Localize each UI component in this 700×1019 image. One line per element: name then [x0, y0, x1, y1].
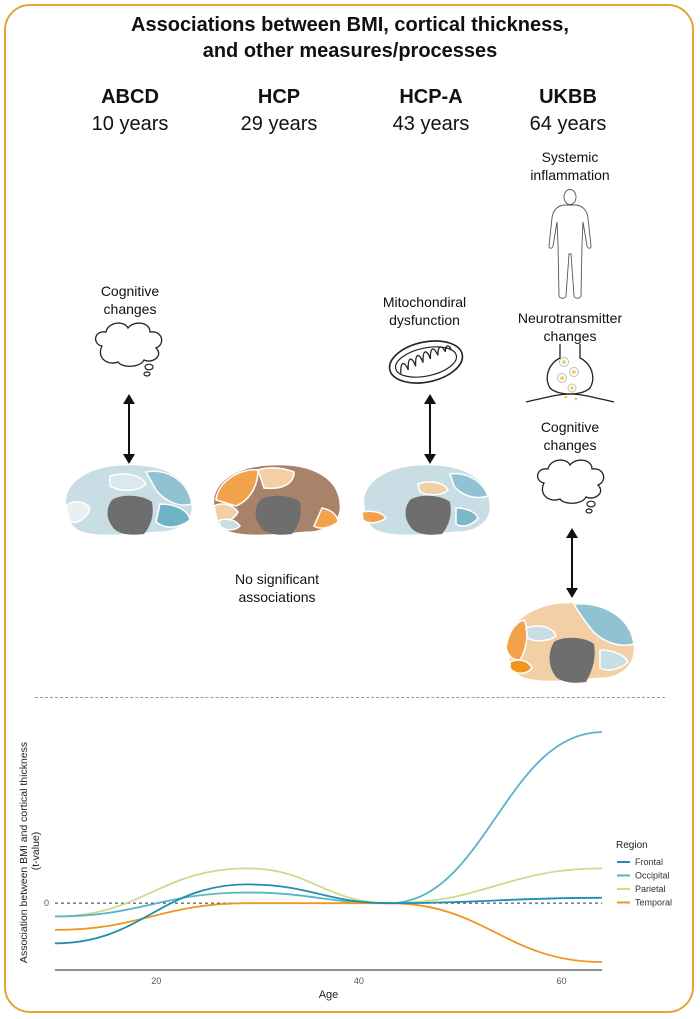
figure-title-line-1: Associations between BMI, cortical thick… — [131, 14, 569, 36]
x-tick-label: 60 — [556, 976, 566, 986]
series-line-parietal — [54, 867, 603, 918]
label-line: Mitochondiral — [382, 294, 467, 310]
brain-abcd-icon — [65, 464, 193, 536]
x-axis-label: Age — [319, 989, 339, 1001]
series-line-occipital — [54, 731, 603, 918]
series-line-frontal — [54, 883, 603, 945]
ukbb-neurotransmitter-label: Neurotransmitter changes — [502, 309, 638, 345]
ukbb-inflammation-label: Systemic inflammation — [510, 148, 630, 184]
hcpa-mito-label: Mitochondiral dysfunction — [362, 293, 487, 329]
y-tick-label: 0 — [44, 898, 49, 908]
label-line: inflammation — [530, 167, 610, 183]
cohort-name: UKBB — [539, 86, 597, 108]
cohort-name: HCP-A — [399, 86, 463, 108]
abcd-cognitive-label: Cognitive changes — [70, 282, 190, 318]
label-line: Systemic — [541, 149, 599, 165]
label-line: associations — [238, 589, 316, 605]
cohort-ukbb: UKBB 64 years — [508, 84, 628, 137]
cohort-age: 43 years — [392, 113, 470, 135]
label-line: Neurotransmitter — [517, 310, 623, 326]
legend-title: Region — [616, 840, 648, 851]
figure-frame — [4, 4, 694, 1013]
legend-label-parietal: Parietal — [635, 884, 666, 894]
bidirectional-arrow-icon — [566, 528, 578, 598]
series-line-temporal — [54, 902, 603, 963]
mitochondrion-icon — [388, 340, 464, 384]
thought-bubble-icon — [95, 322, 163, 377]
y-axis-label-line-2: (t-value) — [30, 832, 42, 871]
cohort-abcd: ABCD 10 years — [70, 84, 190, 137]
cohort-name: HCP — [257, 86, 301, 108]
cohort-hcp: HCP 29 years — [219, 84, 339, 137]
cohort-age: 29 years — [240, 113, 318, 135]
section-divider — [35, 697, 665, 698]
label-line: changes — [543, 437, 597, 453]
hcp-no-associations-label: No significant associations — [212, 570, 342, 606]
y-axis-label-line-1: Association between BMI and cortical thi… — [18, 742, 30, 963]
human-body-icon — [548, 189, 592, 299]
x-tick-label: 20 — [151, 976, 161, 986]
figure-title-line-2: and other measures/processes — [202, 40, 498, 62]
label-line: No significant — [234, 571, 320, 587]
label-line: changes — [103, 301, 157, 317]
cohort-age: 10 years — [91, 113, 169, 135]
cohort-hcp-a: HCP-A 43 years — [371, 84, 491, 137]
bidirectional-arrow-icon — [123, 394, 135, 464]
legend-label-frontal: Frontal — [635, 857, 663, 867]
y-axis-label: Association between BMI and cortical thi… — [18, 739, 42, 963]
legend-label-temporal: Temporal — [635, 898, 672, 908]
brain-hcp-icon — [213, 464, 341, 536]
thought-bubble-icon — [537, 459, 605, 514]
cohort-name: ABCD — [101, 86, 159, 108]
cohort-age: 64 years — [529, 113, 607, 135]
bidirectional-arrow-icon — [424, 394, 436, 464]
legend-label-occipital: Occipital — [635, 871, 670, 881]
brain-hcpa-icon — [361, 464, 491, 536]
ukbb-cognitive-label: Cognitive changes — [510, 418, 630, 454]
x-tick-label: 40 — [354, 976, 364, 986]
brain-ukbb-icon — [505, 602, 635, 683]
label-line: dysfunction — [389, 312, 460, 328]
label-line: changes — [543, 328, 597, 344]
label-line: Cognitive — [540, 419, 600, 435]
line-chart: Association between BMI and cortical thi… — [18, 731, 672, 1001]
synapse-icon — [525, 344, 615, 403]
label-line: Cognitive — [100, 283, 160, 299]
